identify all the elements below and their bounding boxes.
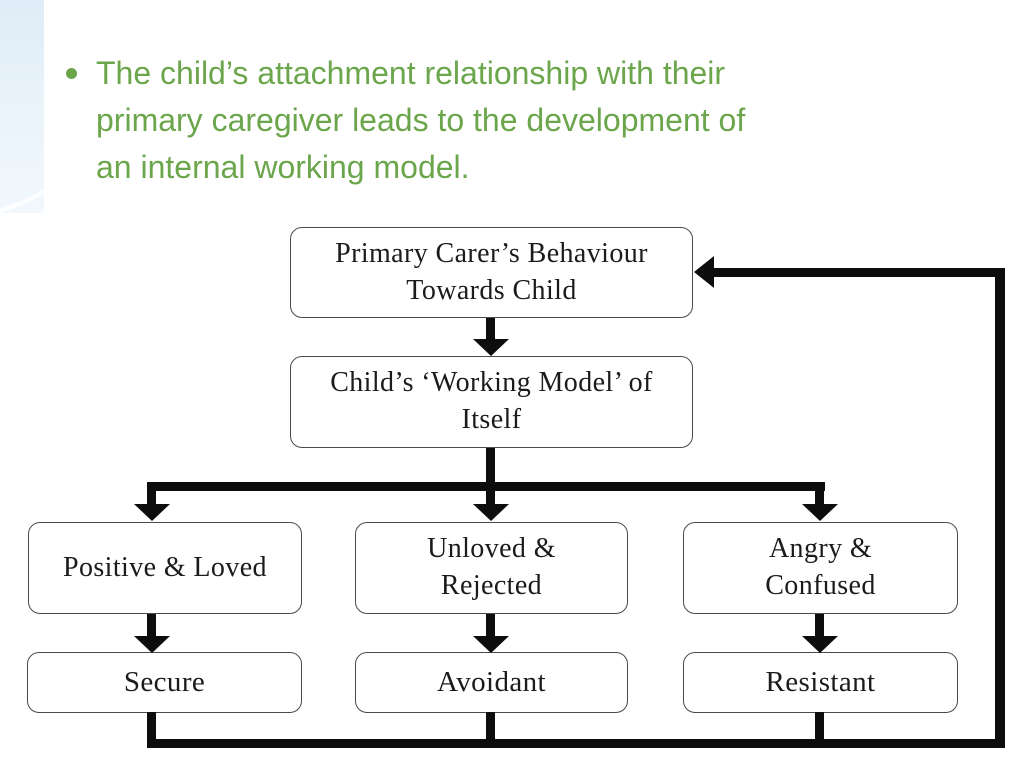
node-secure-label: Secure bbox=[123, 666, 206, 699]
node-avoidant-label: Avoidant bbox=[437, 666, 546, 699]
connector-positive-to-secure-shaft bbox=[147, 614, 156, 637]
node-positive-loved-line1: Positive & Loved bbox=[63, 551, 267, 583]
node-resistant: Resistant bbox=[683, 652, 958, 713]
node-unloved-rejected-line2: Rejected bbox=[440, 570, 543, 601]
node-working-model: Child’s ‘Working Model’ of Itself bbox=[290, 356, 693, 448]
branch-left-drop-shaft bbox=[147, 482, 156, 504]
node-positive-loved: Positive & Loved bbox=[28, 522, 302, 614]
node-angry-confused-line1: Angry & bbox=[768, 533, 873, 565]
node-primary-carer-line1: Primary Carer’s Behaviour bbox=[335, 237, 648, 269]
branch-horizontal-line bbox=[147, 482, 825, 491]
node-unloved-rejected: Unloved & Rejected bbox=[355, 522, 628, 614]
bullet-line-3: an internal working model. bbox=[96, 149, 470, 185]
connector-positive-to-secure-arrowhead bbox=[134, 636, 170, 653]
corner-decoration bbox=[0, 0, 44, 213]
feedback-top-line bbox=[713, 268, 1005, 277]
connector-unloved-to-avoidant-arrowhead bbox=[473, 636, 509, 653]
connector-unloved-to-avoidant-shaft bbox=[486, 614, 495, 637]
connector-model-to-branch-shaft bbox=[486, 448, 495, 504]
branch-left-arrowhead bbox=[134, 504, 170, 521]
bullet-line-2: primary caregiver leads to the developme… bbox=[96, 102, 746, 138]
bullet-line-1: The child’s attachment relationship with… bbox=[96, 55, 726, 91]
connector-top-to-model-shaft bbox=[486, 318, 495, 340]
branch-right-drop-shaft bbox=[815, 482, 824, 504]
feedback-right-line bbox=[995, 268, 1005, 748]
bullet-dot bbox=[66, 68, 77, 79]
node-unloved-rejected-line1: Unloved & bbox=[427, 533, 556, 565]
node-working-model-line1: Child’s ‘Working Model’ of bbox=[330, 367, 653, 399]
node-resistant-label: Resistant bbox=[765, 666, 876, 699]
connector-top-to-model-arrowhead bbox=[473, 339, 509, 356]
connector-angry-to-resistant-arrowhead bbox=[802, 636, 838, 653]
feedback-stub-resistant bbox=[815, 712, 824, 744]
node-primary-carer-behaviour: Primary Carer’s Behaviour Towards Child bbox=[290, 227, 693, 318]
connector-angry-to-resistant-shaft bbox=[815, 614, 824, 637]
branch-middle-arrowhead bbox=[473, 504, 509, 521]
feedback-bottom-line bbox=[147, 739, 1005, 748]
node-angry-confused-line2: Confused bbox=[765, 570, 876, 601]
node-angry-confused: Angry & Confused bbox=[683, 522, 958, 614]
feedback-stub-secure bbox=[147, 712, 156, 744]
feedback-stub-avoidant bbox=[486, 712, 495, 744]
node-primary-carer-line2: Towards Child bbox=[406, 274, 577, 306]
feedback-arrowhead bbox=[694, 256, 714, 288]
node-avoidant: Avoidant bbox=[355, 652, 628, 713]
slide-bullet-text: The child’s attachment relationship with… bbox=[96, 50, 896, 191]
node-secure: Secure bbox=[27, 652, 302, 713]
branch-right-arrowhead bbox=[802, 504, 838, 521]
node-working-model-line2: Itself bbox=[461, 404, 522, 435]
